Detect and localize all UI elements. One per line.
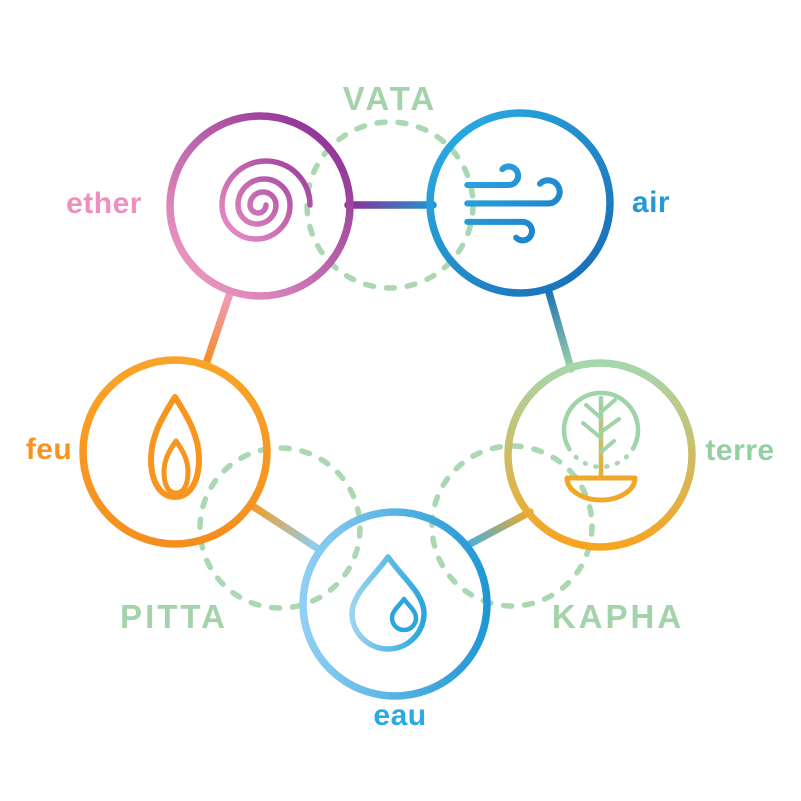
tree-branches bbox=[581, 398, 621, 454]
feu-label: feu bbox=[25, 433, 73, 466]
waterdrop-inner bbox=[389, 596, 419, 633]
air-circle bbox=[426, 109, 614, 297]
wind-icon bbox=[464, 163, 563, 244]
ether-circle bbox=[166, 112, 354, 300]
air-label: air bbox=[631, 186, 671, 219]
connector-air-terre bbox=[544, 285, 575, 373]
pitta-label: PITTA bbox=[120, 598, 228, 635]
ether-label: ether bbox=[66, 187, 142, 220]
tree-bowl bbox=[564, 475, 638, 503]
flame-icon bbox=[148, 394, 202, 500]
terre-label: terre bbox=[705, 434, 775, 467]
pitta-dashed-circle bbox=[197, 445, 363, 611]
waterdrop-outer bbox=[349, 554, 427, 652]
wind-bottom-curl bbox=[464, 218, 535, 244]
wind-middle-curl bbox=[464, 177, 563, 207]
kapha-label: KAPHA bbox=[551, 598, 685, 635]
flame-outer bbox=[148, 394, 202, 500]
feu-circle bbox=[79, 356, 271, 548]
tree-icon bbox=[561, 390, 641, 503]
tree-canopy-dotted bbox=[566, 446, 636, 470]
connector-ether-feu bbox=[202, 289, 234, 368]
spiral-icon bbox=[219, 158, 313, 242]
connector-terre-eau bbox=[462, 508, 534, 550]
element-rings bbox=[79, 109, 696, 700]
vata-label: VATA bbox=[342, 80, 438, 117]
eau-label: eau bbox=[373, 699, 427, 732]
connector-lines bbox=[202, 201, 575, 552]
connector-feu-eau bbox=[247, 501, 321, 552]
flame-inner bbox=[161, 438, 191, 496]
tree-canopy-top bbox=[561, 390, 641, 451]
terre-circle bbox=[504, 359, 696, 551]
wind-top-curl bbox=[464, 163, 522, 188]
waterdrop-icon bbox=[349, 554, 427, 652]
eau-circle bbox=[299, 508, 491, 700]
